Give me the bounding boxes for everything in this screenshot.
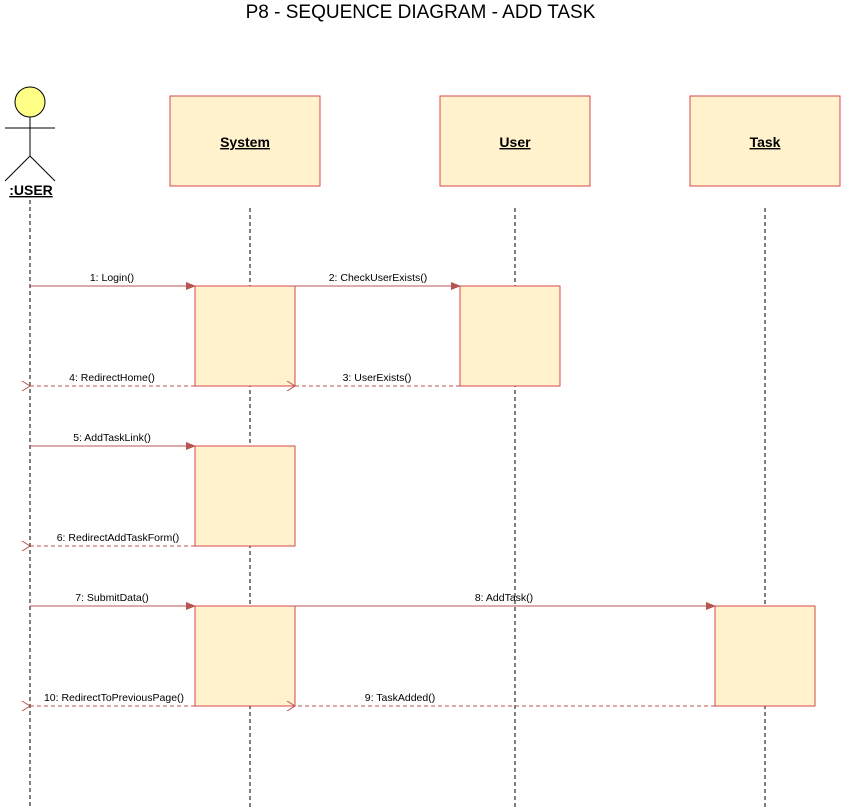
actor-label: :USER [9, 182, 53, 198]
object-system-box [169, 95, 321, 187]
message-2: 2: CheckUserExists() [295, 272, 461, 290]
message-8-label: 8: AddTask() [475, 592, 533, 604]
object-system[interactable]: System [169, 95, 321, 187]
object-task-box [689, 95, 841, 187]
actor-head [14, 86, 46, 118]
activation-system-3 [194, 605, 296, 707]
message-3: 3: UserExists() [295, 372, 460, 386]
message-3-label: 3: UserExists() [343, 372, 412, 384]
message-7: 7: SubmitData() [30, 592, 196, 610]
activation-task-1 [714, 605, 816, 707]
message-10: 10: RedirectToPreviousPage() [30, 692, 195, 706]
message-6: 6: RedirectAddTaskForm() [30, 532, 195, 546]
actor-user[interactable]: :USER [4, 86, 56, 198]
message-2-label: 2: CheckUserExists() [329, 272, 428, 284]
object-user-label: User [499, 134, 531, 150]
actor-left-leg [4, 155, 31, 182]
object-user-box [439, 95, 591, 187]
diagram-title: P8 - SEQUENCE DIAGRAM - ADD TASK [245, 2, 596, 23]
message-4-label: 4: RedirectHome() [69, 372, 155, 384]
object-system-label: System [220, 134, 270, 150]
message-1-label: 1: Login() [90, 272, 134, 284]
message-4: 4: RedirectHome() [30, 372, 195, 386]
object-task[interactable]: Task [689, 95, 841, 187]
activation-system-1 [194, 285, 296, 387]
message-5-label: 5: AddTaskLink() [73, 432, 151, 444]
object-user[interactable]: User [439, 95, 591, 187]
message-9: 9: TaskAdded() [295, 692, 715, 706]
message-7-label: 7: SubmitData() [75, 592, 149, 604]
message-9-label: 9: TaskAdded() [365, 692, 435, 704]
object-task-label: Task [750, 134, 781, 150]
message-8: 8: AddTask() [295, 592, 716, 610]
message-5: 5: AddTaskLink() [30, 432, 196, 450]
message-1: 1: Login() [30, 272, 196, 290]
message-6-label: 6: RedirectAddTaskForm() [57, 532, 180, 544]
message-10-label: 10: RedirectToPreviousPage() [44, 692, 184, 704]
activation-user-1 [459, 285, 561, 387]
activation-system-2 [194, 445, 296, 547]
actor-right-leg [29, 155, 56, 182]
